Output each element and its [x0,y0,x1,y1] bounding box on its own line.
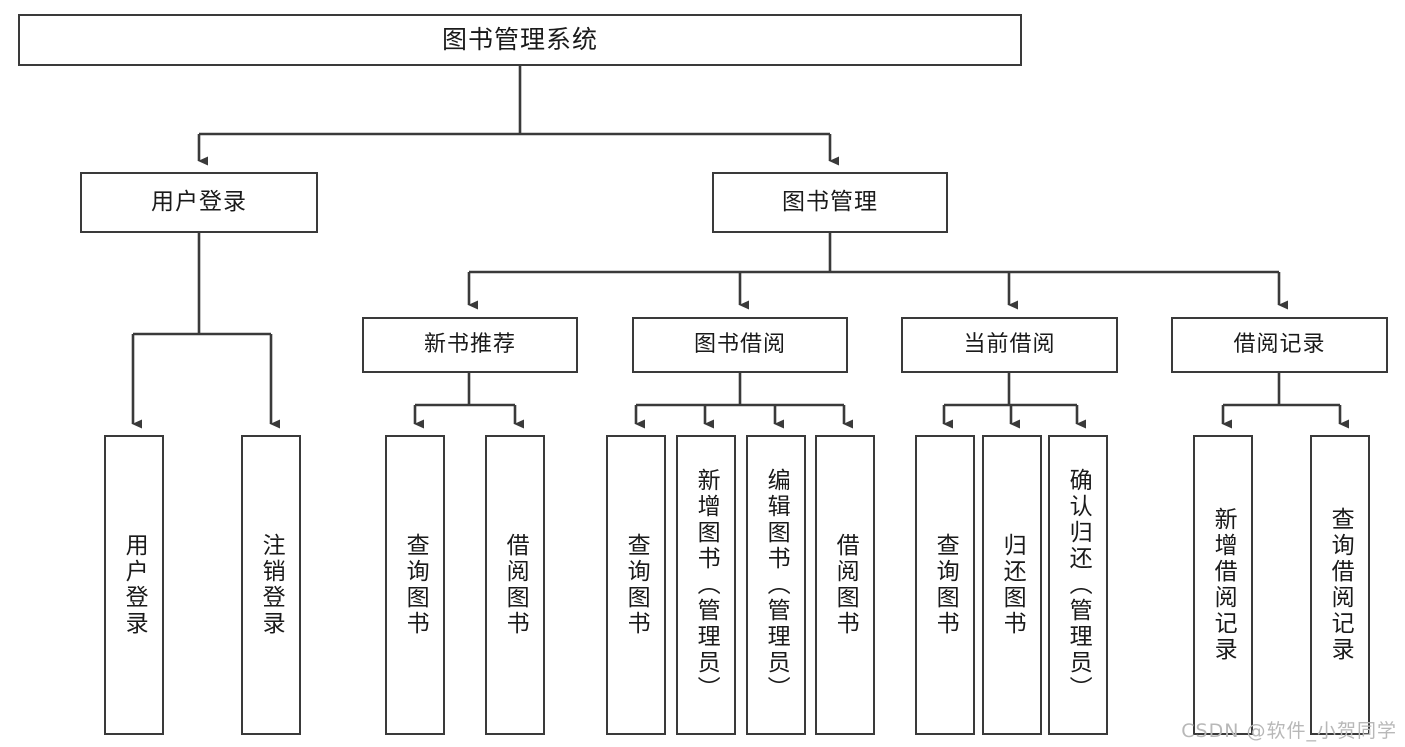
leaf-new-book-2-label: 借阅图书 [502,533,529,637]
leaf-user-login-2-label: 注销登录 [258,533,285,637]
leaf-borrow-book-1-label: 查询图书 [623,533,650,637]
leaf-user-login-2[interactable]: 注销登录 [241,435,301,735]
leaf-borrow-book-1[interactable]: 查询图书 [606,435,666,735]
leaf-new-book-1[interactable]: 查询图书 [385,435,445,735]
node-book-management[interactable]: 图书管理 [712,172,948,233]
leaf-borrow-book-4-label: 借阅图书 [832,533,859,637]
leaf-current-borrow-1[interactable]: 查询图书 [915,435,975,735]
node-user-login-label: 用户登录 [151,188,247,215]
node-book-borrow-label: 图书借阅 [693,331,786,357]
node-new-book-recommend-label: 新书推荐 [423,331,516,357]
node-user-login[interactable]: 用户登录 [80,172,318,233]
leaf-current-borrow-1-label: 查询图书 [932,533,959,637]
leaf-borrow-book-2-label: 新增图书（管理员） [693,468,720,702]
leaf-borrow-book-3-label: 编辑图书（管理员） [763,468,790,702]
node-root-label: 图书管理系统 [441,25,598,55]
node-book-management-label: 图书管理 [782,188,878,215]
leaf-borrow-record-2-label: 查询借阅记录 [1327,507,1354,663]
leaf-borrow-book-4[interactable]: 借阅图书 [815,435,875,735]
node-root[interactable]: 图书管理系统 [18,14,1022,66]
node-current-borrow[interactable]: 当前借阅 [901,317,1118,373]
leaf-current-borrow-2[interactable]: 归还图书 [982,435,1042,735]
leaf-user-login-1[interactable]: 用户登录 [104,435,164,735]
leaf-borrow-book-2[interactable]: 新增图书（管理员） [676,435,736,735]
leaf-borrow-record-1-label: 新增借阅记录 [1210,507,1237,663]
node-book-borrow[interactable]: 图书借阅 [632,317,848,373]
leaf-current-borrow-2-label: 归还图书 [999,533,1026,637]
node-borrow-record[interactable]: 借阅记录 [1171,317,1388,373]
leaf-new-book-1-label: 查询图书 [402,533,429,637]
leaf-user-login-1-label: 用户登录 [121,533,148,637]
leaf-current-borrow-3-label: 确认归还（管理员） [1065,468,1092,702]
node-borrow-record-label: 借阅记录 [1233,331,1326,357]
csdn-watermark: CSDN @软件_小贺同学 [1181,720,1397,742]
leaf-borrow-record-1[interactable]: 新增借阅记录 [1193,435,1253,735]
leaf-new-book-2[interactable]: 借阅图书 [485,435,545,735]
leaf-current-borrow-3[interactable]: 确认归还（管理员） [1048,435,1108,735]
node-current-borrow-label: 当前借阅 [963,331,1056,357]
leaf-borrow-record-2[interactable]: 查询借阅记录 [1310,435,1370,735]
leaf-borrow-book-3[interactable]: 编辑图书（管理员） [746,435,806,735]
node-new-book-recommend[interactable]: 新书推荐 [362,317,578,373]
